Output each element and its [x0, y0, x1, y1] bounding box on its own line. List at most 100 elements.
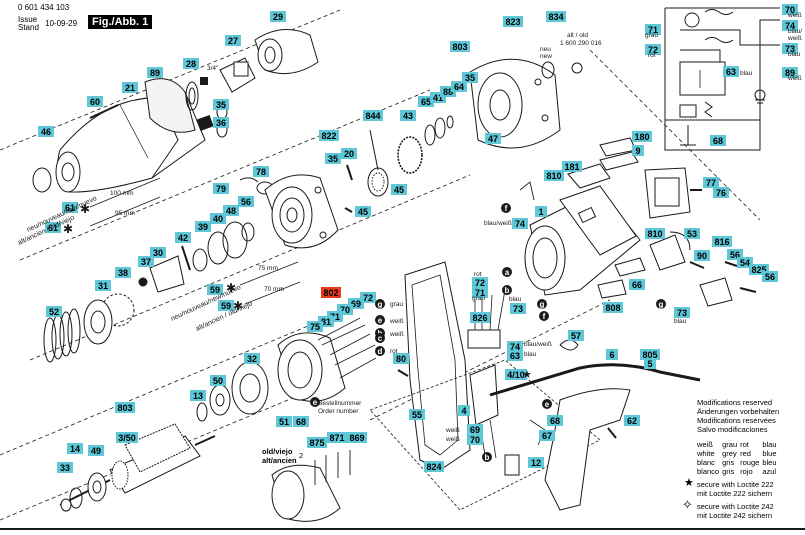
spindle-30: [149, 255, 185, 293]
callout-c55: 55: [409, 409, 425, 420]
callout-label: 73: [677, 308, 687, 318]
callout-c38: 38: [115, 267, 131, 278]
callout-label: 14: [70, 444, 80, 454]
wire-letter-label: b: [505, 286, 510, 295]
stand-label: Stand: [18, 23, 39, 32]
callout-label: 803: [452, 42, 467, 52]
cam-31: [83, 299, 113, 345]
callout-label: 73: [513, 304, 523, 314]
wire-letter-label: g: [378, 300, 383, 309]
callout-c875: 875: [307, 437, 327, 448]
wire-letter-label: e: [378, 316, 383, 325]
small-label-s1: grau: [390, 301, 403, 308]
callout-label: 81: [321, 317, 331, 327]
handle-half-55: [404, 261, 471, 471]
letter-layer: abgfgebcdefgeb: [310, 203, 666, 462]
callout-c871: 871: [327, 432, 347, 443]
callout-c72a: 72: [360, 292, 376, 303]
small-label-s19: weiß: [787, 35, 802, 42]
callout-c63b: 63: [723, 66, 739, 77]
callout-c21: 21: [122, 82, 138, 93]
callout-c59a: 59: [207, 284, 223, 295]
callout-c825: 825: [749, 264, 769, 275]
callout-c27: 27: [225, 35, 241, 46]
wire-letter-lg2: g: [375, 299, 385, 309]
callout-label: 67: [542, 431, 552, 441]
callout-c52: 52: [46, 306, 62, 317]
callout-label: 20: [344, 149, 354, 159]
callout-c73a: 73: [510, 303, 526, 314]
handle-half-62: [544, 388, 631, 511]
asterisk-marks: ✱ ✱ ✱ ✱ ★: [63, 202, 532, 381]
callout-label: 31: [98, 281, 108, 291]
callout-label: 47: [488, 134, 498, 144]
callout-label: 59: [210, 285, 220, 295]
color-cell: blanc: [697, 458, 715, 467]
callout-c4: 4: [458, 405, 470, 416]
callout-c67: 67: [539, 430, 555, 441]
callout-c78: 78: [253, 166, 269, 177]
wiring-schematic: [664, 7, 780, 151]
callout-c48: 48: [223, 205, 239, 216]
callout-label: 63: [726, 67, 736, 77]
loctite-242-en: secure with Loctite 242: [697, 502, 774, 511]
callout-label: 61: [65, 203, 75, 213]
callout-label: 71: [475, 288, 485, 298]
callout-c68a: 68: [293, 416, 309, 427]
color-cell: red: [740, 449, 751, 458]
callout-label: 35: [328, 154, 338, 164]
callout-c12: 12: [528, 457, 544, 468]
callout-label: 35: [216, 100, 226, 110]
ring-48: [222, 221, 248, 259]
issue-date: 10-09-29: [45, 19, 78, 28]
callout-c816: 816: [712, 236, 732, 247]
small-label-s12: blau/weiß: [484, 220, 512, 227]
callout-label: 68: [713, 136, 723, 146]
callout-label: 180: [634, 132, 649, 142]
small-label-s16: 3/4": [207, 65, 219, 72]
callout-label: 62: [627, 416, 637, 426]
wire-letter-lg3: g: [656, 299, 666, 309]
callout-label: 823: [505, 17, 520, 27]
callout-label: 40: [213, 214, 223, 224]
callout-label: 810: [647, 229, 662, 239]
dimension-arrows: [89, 177, 301, 305]
callout-label: 810: [546, 171, 561, 181]
field-coil-old: [271, 450, 351, 522]
callout-label: 21: [125, 83, 135, 93]
old-label: old/viejo: [262, 447, 293, 456]
callout-label: 55: [412, 410, 422, 420]
callout-label: 69: [351, 299, 361, 309]
wire-letter-lc: c: [375, 333, 385, 343]
callout-c74a: 74: [507, 341, 523, 352]
callout-label: 53: [687, 229, 697, 239]
ring-gear-43: [397, 136, 423, 174]
callout-c72b: 72: [472, 277, 488, 288]
mod-line-2: Änderungen vorbehalten: [697, 407, 780, 416]
color-cell: blau: [762, 440, 777, 449]
callout-c75: 75: [307, 321, 323, 332]
callout-label: 808: [605, 303, 620, 313]
color-cell: rouge: [740, 458, 760, 467]
callout-label: 72: [648, 45, 658, 55]
sparkle-icon: ✧: [682, 497, 693, 512]
wire-letter-label: b: [485, 453, 490, 462]
small-label-s25: alt / old: [567, 32, 588, 39]
wire-letter-lg1: g: [537, 299, 547, 309]
callout-label: 12: [531, 458, 541, 468]
callout-c89: 89: [147, 67, 163, 78]
callout-label: 3/50: [118, 433, 136, 443]
callout-label: 60: [90, 97, 100, 107]
callout-c39: 39: [195, 221, 211, 232]
ring-40: [207, 231, 229, 265]
wire-letter-label: a: [505, 268, 510, 277]
callout-label: 65: [421, 97, 431, 107]
color-cell: blue: [762, 449, 777, 458]
spindle-gear-844: [367, 129, 389, 197]
callout-label: 76: [716, 188, 726, 198]
callout-c810b: 810: [645, 228, 665, 239]
callout-c50: 50: [210, 375, 226, 386]
callout-label: 48: [226, 206, 236, 216]
callout-label: 826: [472, 313, 487, 323]
